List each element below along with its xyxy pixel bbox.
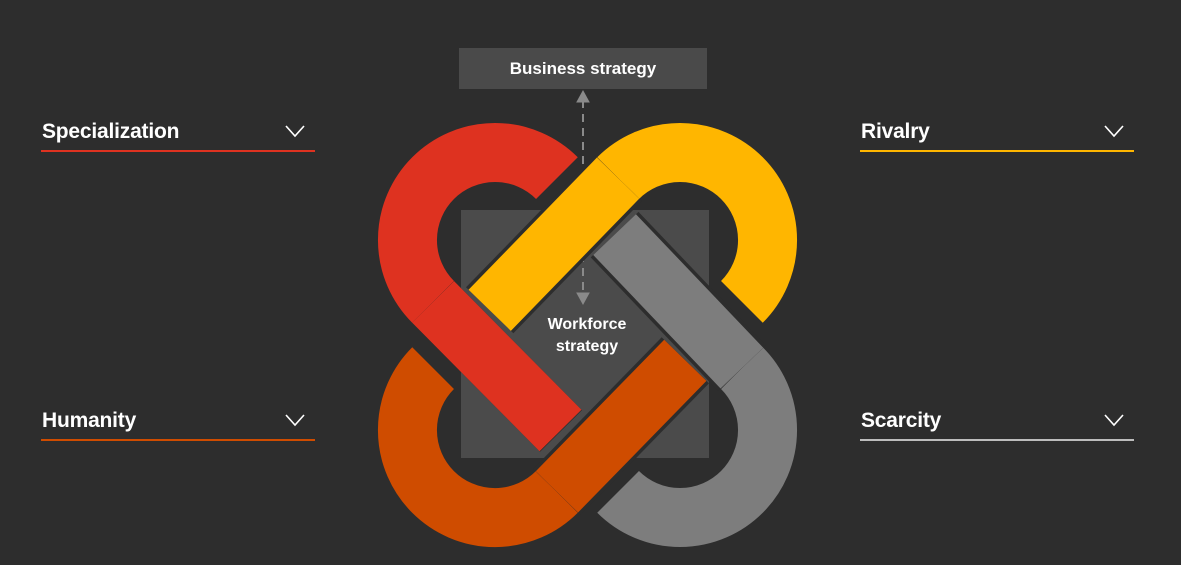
humanity-bar — [535, 339, 707, 513]
accordion-underline — [860, 150, 1134, 152]
strategy-link-arrow — [576, 89, 590, 306]
scarcity-arc — [597, 347, 798, 548]
accordion-scarcity[interactable]: Scarcity — [860, 405, 1134, 441]
business-strategy-box: Business strategy — [459, 48, 707, 89]
arrow-down-icon — [576, 292, 590, 306]
chevron-down-icon[interactable] — [285, 413, 305, 427]
accordion-label: Rivalry — [861, 120, 930, 143]
humanity-arc — [377, 347, 578, 548]
chevron-down-icon[interactable] — [1104, 124, 1124, 138]
accordion-rivalry[interactable]: Rivalry — [860, 116, 1134, 152]
scarcity-bar — [593, 214, 764, 389]
rivalry-bar — [468, 157, 640, 331]
accordion-label: Specialization — [42, 120, 180, 143]
accordion-humanity[interactable]: Humanity — [41, 405, 315, 441]
specialization-arc — [377, 122, 578, 323]
workforce-label-line1: Workforce — [547, 316, 627, 333]
specialization-bar — [412, 281, 582, 452]
rivalry-arc — [597, 122, 798, 323]
accordion-underline — [860, 439, 1134, 441]
accordion-underline — [41, 439, 315, 441]
workforce-label-line2: strategy — [555, 338, 619, 355]
accordion-underline — [41, 150, 315, 152]
accordion-specialization[interactable]: Specialization — [41, 116, 315, 152]
workforce-strategy-label: Workforce strategy — [512, 314, 662, 358]
accordion-label: Scarcity — [861, 409, 942, 432]
chevron-down-icon[interactable] — [1104, 413, 1124, 427]
chevron-down-icon[interactable] — [285, 124, 305, 138]
accordion-label: Humanity — [42, 409, 137, 432]
arrow-up-icon — [576, 89, 590, 103]
